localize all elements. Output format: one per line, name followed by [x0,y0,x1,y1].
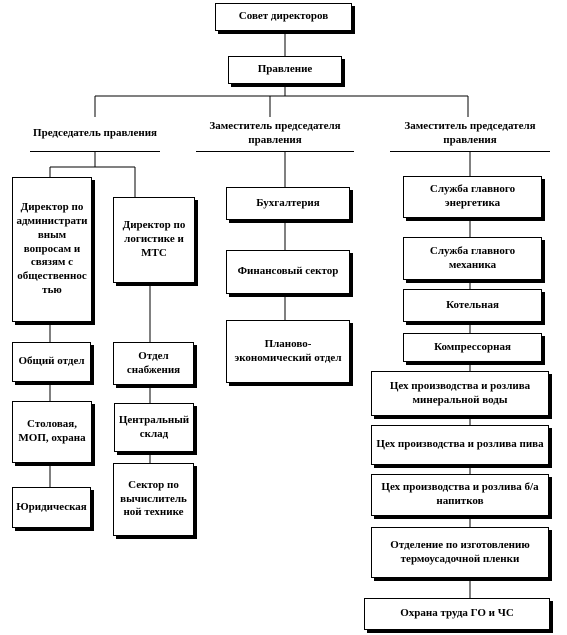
canteen-security-label: Столовая, МОП, охрана [18,418,86,444]
management-board-box: Правление [228,56,342,84]
director-logistics-label: Директор по логистике и МТС [122,219,186,259]
board-of-directors-label: Совет директоров [238,10,329,23]
central-warehouse-label: Центральный склад [118,413,190,440]
chair-title: Председатель правления [33,127,157,140]
shrink-film-unit-box: Отделение по изготовлению термоусадочной… [371,527,549,578]
labor-safety-box: Охрана труда ГО и ЧС [364,598,550,630]
chief-mechanic-box: Служба главного механика [403,237,542,280]
deputy2-header: Заместитель председателя правления [390,117,550,152]
computing-sector-label: Сектор по вычислительной технике [120,478,187,519]
supply-department-label: Отдел снабжения [126,349,181,376]
deputy2-title: Заместитель председателя правления [404,120,536,146]
chief-power-engineer-label: Служба главного энергетика [429,183,516,209]
soft-drinks-shop-box: Цех производства и розлива б/а напитков [371,474,549,516]
boiler-room-box: Котельная [403,289,542,322]
planning-economic-box: Планово-экономический отдел [226,320,350,383]
finance-sector-label: Финансовый сектор [237,265,339,278]
beer-shop-box: Цех производства и розлива пива [371,425,549,465]
accounting-label: Бухгалтерия [256,196,320,209]
beer-shop-label: Цех производства и розлива пива [376,438,544,451]
central-warehouse-box: Центральный склад [114,403,194,452]
canteen-security-box: Столовая, МОП, охрана [12,401,92,463]
computing-sector-box: Сектор по вычислительной технике [113,463,194,536]
soft-drinks-shop-label: Цех производства и розлива б/а напитков [381,481,539,507]
accounting-box: Бухгалтерия [226,187,350,220]
chair-header: Председатель правления [30,117,160,152]
management-board-label: Правление [257,63,313,76]
director-admin-label: Директор по административным вопросам и … [16,201,88,296]
supply-department-box: Отдел снабжения [113,342,194,385]
deputy1-header: Заместитель председателя правления [196,117,354,152]
deputy1-title: Заместитель председателя правления [209,120,341,146]
director-admin-box: Директор по административным вопросам и … [12,177,92,322]
director-logistics-box: Директор по логистике и МТС [113,197,195,283]
mineral-water-shop-box: Цех производства и розлива минеральной в… [371,371,549,416]
general-department-box: Общий отдел [12,342,91,382]
chief-power-engineer-box: Служба главного энергетика [403,176,542,218]
compressor-room-label: Компрессорная [434,340,511,353]
planning-economic-label: Планово-экономический отдел [234,337,342,364]
board-of-directors-box: Совет директоров [215,3,352,31]
legal-box: Юридическая [12,487,91,528]
compressor-room-box: Компрессорная [403,333,542,362]
boiler-room-label: Котельная [446,298,499,311]
general-department-label: Общий отдел [18,355,85,368]
shrink-film-unit-label: Отделение по изготовлению термоусадочной… [390,538,530,565]
legal-label: Юридическая [16,500,87,513]
mineral-water-shop-label: Цех производства и розлива минеральной в… [389,379,531,406]
labor-safety-label: Охрана труда ГО и ЧС [400,607,514,620]
chief-mechanic-label: Служба главного механика [429,244,516,271]
finance-sector-box: Финансовый сектор [226,250,350,294]
